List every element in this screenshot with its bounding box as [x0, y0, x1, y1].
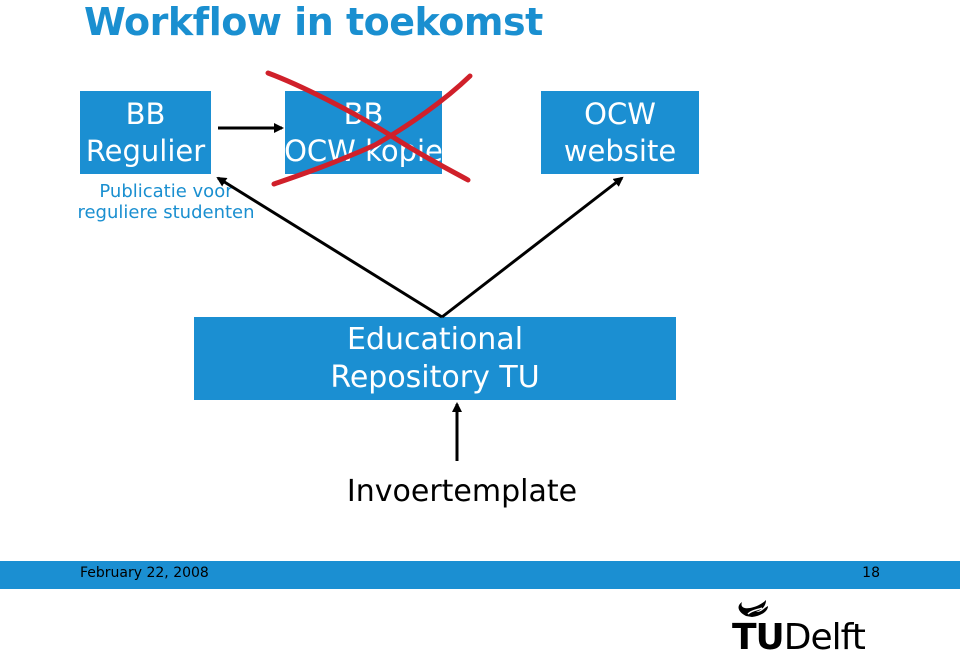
footer-bar: February 22, 2008 18 — [0, 561, 960, 589]
box-repository-line1: Educational — [346, 321, 524, 357]
box-bb-ocw-line1: BB — [343, 96, 384, 131]
caption-line1: Publicatie voor — [99, 181, 233, 202]
logo-text-delft: Delft — [783, 617, 866, 658]
footer-page-number: 18 — [862, 565, 880, 581]
invoertemplate-label: Invoertemplate — [346, 474, 578, 509]
box-bb-regulier: BB Regulier — [80, 91, 211, 174]
box-ocw-website-line1: OCW — [584, 96, 656, 131]
box-educational-repository: Educational Repository TU — [194, 317, 676, 400]
logo-wordmark: TUDelft — [732, 617, 866, 658]
tu-delft-logo: TUDelft — [728, 600, 888, 658]
footer-date: February 22, 2008 — [80, 565, 209, 581]
caption-line2: reguliere studenten — [77, 202, 255, 223]
arrow-repository-to-ocw-website — [441, 176, 624, 319]
box-bb-ocw-kopie: BB OCW kopie — [284, 91, 443, 174]
box-ocw-website-line2: website — [563, 133, 677, 168]
slide-title: Workflow in toekomst — [84, 0, 543, 44]
flame-icon — [738, 600, 768, 617]
box-repository-line2: Repository TU — [330, 359, 540, 395]
box-bb-regulier-line1: BB — [125, 96, 166, 131]
caption-publicatie: Publicatie voor reguliere studenten — [66, 181, 266, 223]
logo-text-tu: TU — [732, 617, 785, 658]
box-ocw-website: OCW website — [541, 91, 699, 174]
box-bb-ocw-line2: OCW kopie — [284, 133, 443, 168]
box-bb-regulier-line2: Regulier — [85, 133, 206, 168]
